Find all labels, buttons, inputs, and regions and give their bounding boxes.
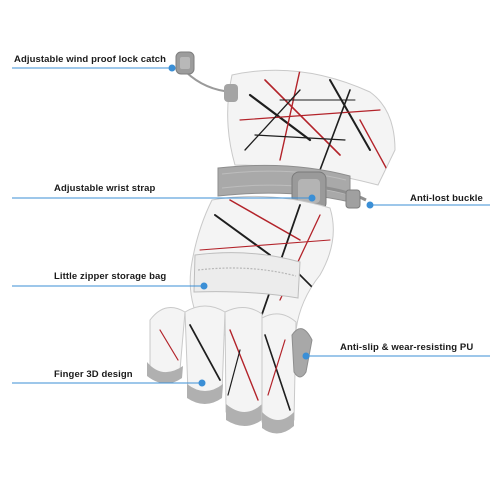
callout-dot-lock-catch (168, 64, 176, 72)
callout-dot-anti-slip (302, 352, 310, 360)
callout-anti-slip: Anti-slip & wear-resisting PU (340, 342, 474, 353)
glove-fingers (147, 305, 297, 434)
glove-cuff (227, 69, 396, 186)
lock-catch (175, 51, 238, 102)
callout-zipper-bag: Little zipper storage bag (54, 271, 167, 282)
callout-lock-catch: Adjustable wind proof lock catch (14, 54, 167, 65)
cuff-stripes (239, 70, 391, 176)
callout-dot-finger-3d (198, 379, 206, 387)
callout-dot-zipper-bag (200, 282, 208, 290)
callout-lines (12, 64, 490, 387)
callout-anti-lost: Anti-lost buckle (410, 193, 483, 204)
glove-body (189, 195, 334, 346)
glove-thumb (291, 328, 313, 378)
callout-dot-wrist-strap (308, 194, 316, 202)
callout-finger-3d: Finger 3D design (54, 369, 133, 380)
callout-wrist-strap: Adjustable wrist strap (54, 183, 156, 194)
callout-dot-anti-lost (366, 201, 374, 209)
